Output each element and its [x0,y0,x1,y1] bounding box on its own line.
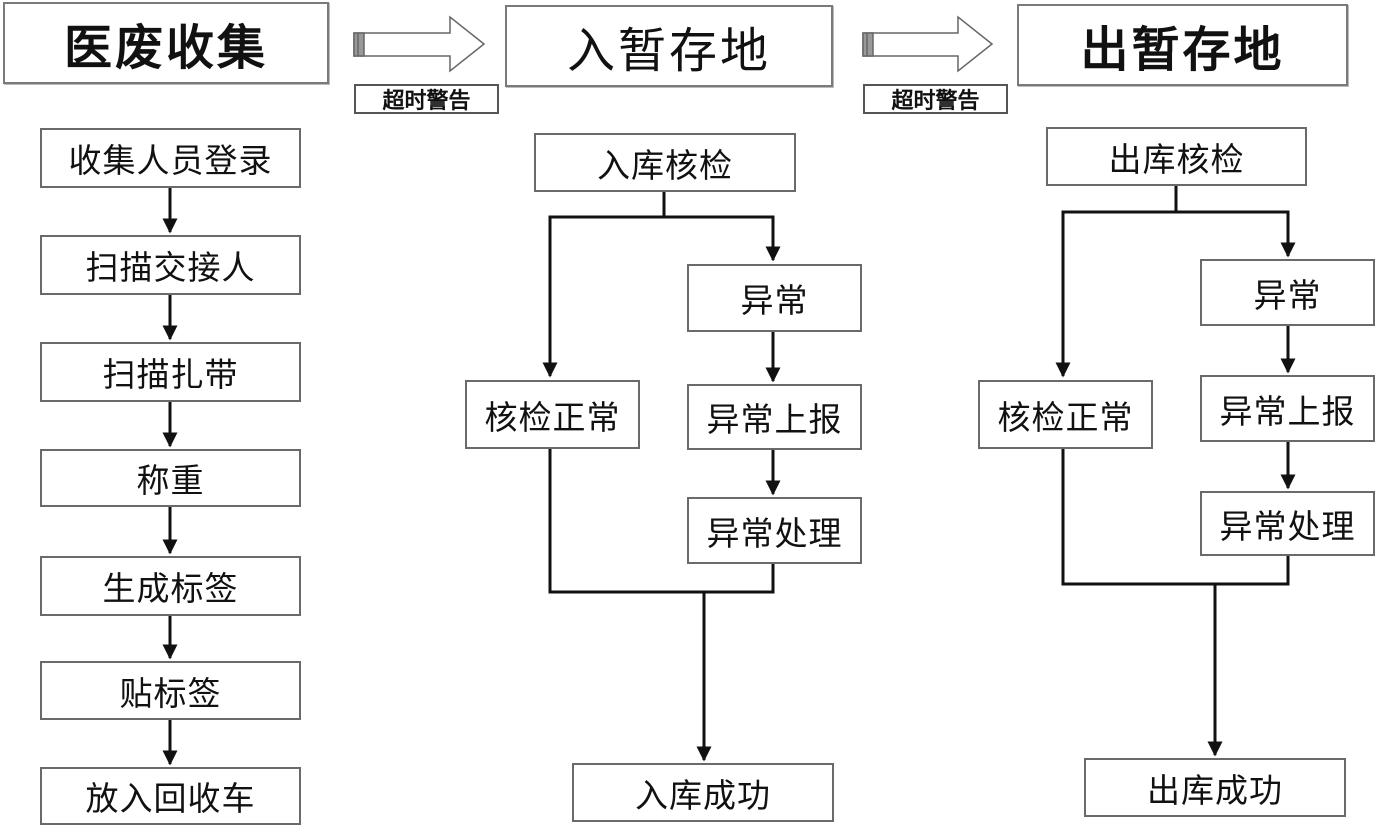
exit-check: 出库核检 [1046,127,1307,186]
exit-abnormal-handle: 异常处理 [1200,491,1375,556]
exit-success: 出库成功 [1084,758,1346,817]
enter-merge-lines [548,449,775,594]
step-put-in-cart: 放入回收车 [40,767,301,825]
timeout-warning-2: 超时警告 [863,84,1008,114]
block-arrow-1 [353,15,486,73]
step-collector-login: 收集人员登录 [40,128,301,188]
header-collect: 医废收集 [3,2,329,84]
enter-split-lines [548,192,666,375]
exit-split-lines-right [1176,210,1296,258]
header-exit: 出暂存地 [1017,4,1348,86]
block-arrow-2 [862,15,994,73]
exit-abnormal: 异常 [1200,259,1375,326]
exit-abnormal-report: 异常上报 [1200,375,1375,442]
enter-abnormal: 异常 [687,264,862,332]
step-weigh: 称重 [40,449,301,507]
timeout-warning-1: 超时警告 [354,84,499,114]
enter-split-lines-right [664,215,781,262]
step-scan-tie: 扫描扎带 [40,342,301,402]
enter-success: 入库成功 [572,763,834,822]
enter-check: 入库核检 [534,133,796,192]
step-scan-handover: 扫描交接人 [40,235,301,295]
exit-split-lines [1061,186,1178,375]
enter-abnormal-handle: 异常处理 [687,497,862,564]
enter-check-normal: 核检正常 [465,380,640,449]
exit-check-normal: 核检正常 [978,380,1153,449]
step-attach-label: 贴标签 [40,661,301,720]
header-enter: 入暂存地 [505,5,833,87]
exit-merge-lines [1061,449,1290,586]
enter-abnormal-report: 异常上报 [687,384,862,450]
step-generate-label: 生成标签 [40,556,301,616]
